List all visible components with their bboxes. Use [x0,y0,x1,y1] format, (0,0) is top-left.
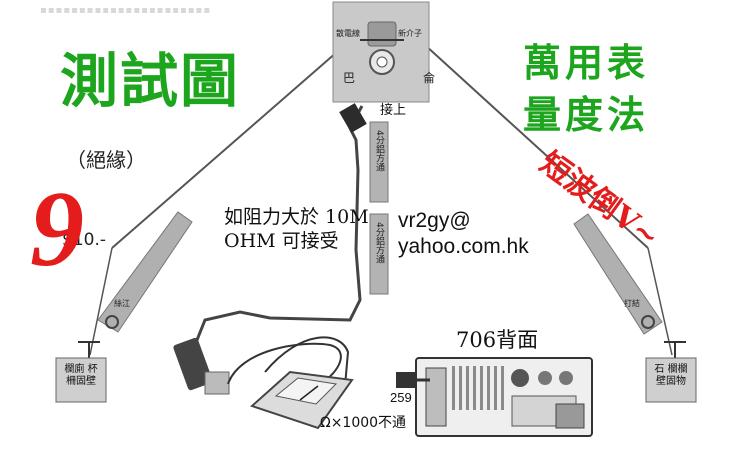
coax-cable [193,105,364,346]
coax-plug [173,337,230,395]
balun-char-left: 巴 [343,71,356,85]
right-antenna-wire [424,44,649,249]
title-test-diagram: 測試圖 [60,47,241,115]
radio-back-panel [415,357,593,437]
insulation-label: （絕緣） [66,148,146,172]
right-anchor-block [645,341,697,403]
right-insulator-tag: 打結 [624,299,640,308]
attach-label: 接上 [380,103,407,118]
meter-setting-note: Ω×1000不通 [320,415,407,431]
contact-email: vr2gy@ yahoo.com.hk [398,208,529,261]
left-insulator [97,211,193,333]
so259-connector [396,372,430,388]
email-domain: yahoo.com.hk [398,235,529,259]
email-user: vr2gy@ [398,209,471,232]
multimeter [250,370,354,430]
balun-tag-left: 散電線 [336,29,360,38]
coax-connector-top [339,103,367,133]
balun-char-right: 侖 [423,71,436,85]
radio-back-label: 706背面 [456,328,539,352]
faint-header-text: ▪▪▪▪▪▪▪▪▪▪▪▪▪▪▪▪▪▪▪▪▪▪ [40,5,212,16]
tube-tag-upper: 4分鋁方通 [374,130,384,172]
left-anchor-block [55,341,107,403]
aluminum-tube-lower [369,213,389,295]
tube-tag-lower: 4分鋁方通 [374,222,384,264]
test-lead-black [227,342,342,385]
price-label: $10.- [62,230,106,250]
resistance-note: 如阻力大於 10M OHM 可接受 [224,206,369,252]
right-insulator [573,213,663,335]
test-lead-red [264,336,350,387]
left-guy-rope [89,247,113,356]
aluminum-tube-upper [369,121,389,203]
price-number: 9 [30,170,84,289]
right-guy-rope [647,247,673,356]
connector-259-label: 259 [390,390,412,405]
title-multimeter: 萬用表 [523,40,650,85]
left-antenna-wire [111,44,346,249]
balun-tag-right: 新介子 [398,29,422,38]
left-insulator-tag: 絲江 [114,299,130,308]
balun-box [332,1,430,103]
title-measurement-method: 量度法 [523,92,650,137]
right-anchor-label: 石 欄欄 壁固物 [654,364,688,387]
left-anchor-label: 欄廁 杯 柵固壁 [64,364,98,387]
